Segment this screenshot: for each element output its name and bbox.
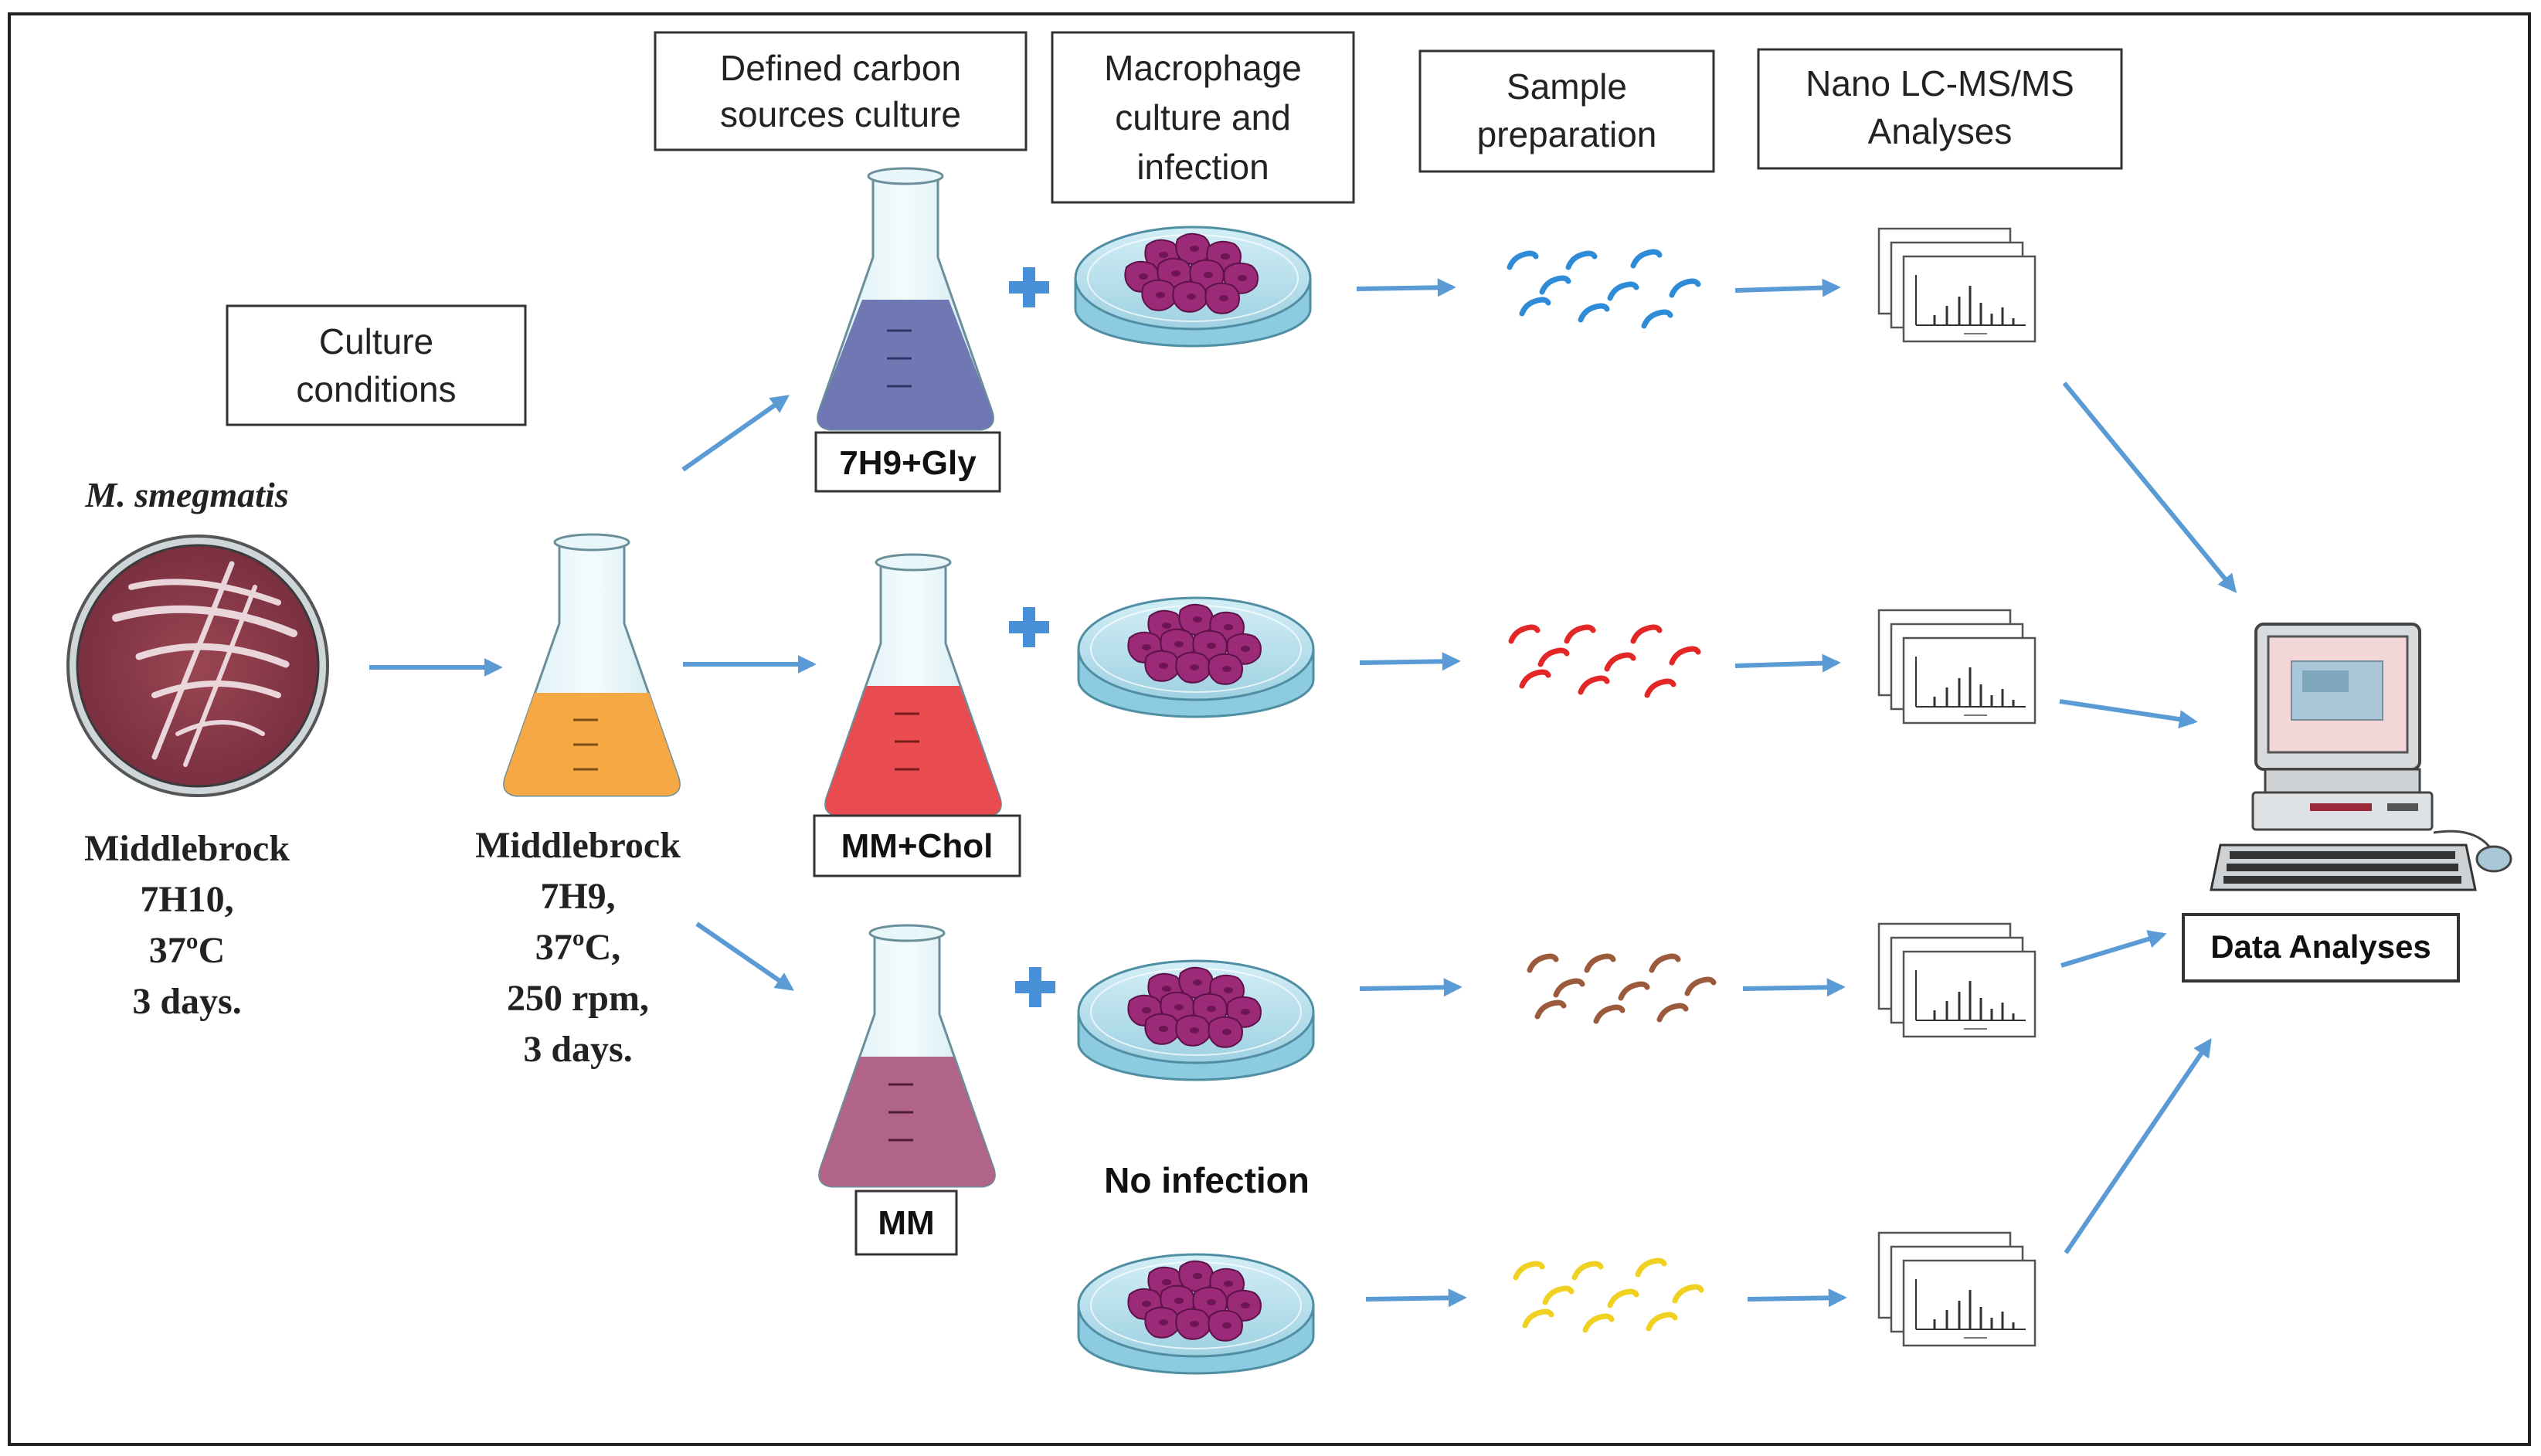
arrow-peptides-to-spectra — [1742, 978, 1846, 997]
svg-text:250 rpm,: 250 rpm, — [507, 978, 649, 1019]
no-infection-label: No infection — [1104, 1160, 1310, 1200]
arrow-spectra-to-computer — [2064, 1038, 2212, 1254]
arrow-dish-to-peptides — [1359, 978, 1462, 997]
svg-text:37ºC,: 37ºC, — [535, 927, 621, 968]
arrow-dish-to-peptides — [1359, 652, 1461, 671]
ms-spectra-chol — [1877, 609, 2037, 725]
outer-frame — [8, 12, 2531, 1446]
svg-text:culture and: culture and — [1115, 97, 1291, 137]
svg-text:sources culture: sources culture — [720, 94, 961, 134]
svg-text:3 days.: 3 days. — [132, 981, 241, 1022]
svg-text:3 days.: 3 days. — [523, 1029, 632, 1070]
svg-text:MM+Chol: MM+Chol — [841, 827, 994, 865]
svg-text:Nano LC-MS/MS: Nano LC-MS/MS — [1806, 63, 2074, 104]
arrow-peptides-to-spectra — [1734, 278, 1841, 297]
svg-text:7H9,: 7H9, — [540, 876, 615, 917]
ms-spectra-no-infection — [1877, 1231, 2037, 1347]
svg-text:infection: infection — [1136, 147, 1269, 187]
svg-text:Defined carbon: Defined carbon — [720, 48, 961, 88]
svg-text:7H9+Gly: 7H9+Gly — [839, 444, 977, 482]
svg-text:Middlebrock: Middlebrock — [84, 828, 290, 869]
petri-dish-gly — [1075, 227, 1310, 346]
svg-text:Sample: Sample — [1507, 66, 1627, 107]
arrow-peptides-to-spectra — [1734, 653, 1841, 673]
petri-dish-chol — [1079, 598, 1313, 717]
flask-chol — [824, 553, 1002, 817]
header-macrophage: Macrophage culture and infection — [1051, 31, 1355, 204]
agar-plate — [66, 535, 329, 797]
label-mm: MM — [854, 1190, 958, 1256]
svg-text:Analyses: Analyses — [1868, 111, 2013, 151]
arrow-spectra-to-computer — [2062, 382, 2237, 593]
data-analyses-label: Data Analyses — [2182, 913, 2460, 983]
petri-dish-mm — [1079, 961, 1313, 1080]
svg-text:Middlebrock: Middlebrock — [475, 825, 681, 866]
svg-text:37ºC: 37ºC — [149, 930, 226, 971]
plate-conditions: Middlebrock 7H10, 37ºC 3 days. — [84, 828, 290, 1022]
ms-spectra-gly — [1877, 227, 2037, 343]
svg-text:Culture: Culture — [319, 321, 433, 361]
ms-spectra-mm — [1877, 922, 2037, 1038]
liquid-conditions: Middlebrock 7H9, 37ºC, 250 rpm, 3 days. — [475, 825, 681, 1070]
organism-label: M. smegmatis — [84, 475, 288, 514]
flask-mm — [818, 924, 996, 1188]
svg-text:7H10,: 7H10, — [140, 879, 233, 920]
flask-7h9 — [503, 533, 681, 797]
svg-text:conditions: conditions — [296, 369, 456, 409]
svg-text:MM: MM — [878, 1204, 934, 1242]
header-culture-conditions: Culture conditions — [226, 304, 527, 426]
arrow-dish-to-peptides — [1356, 278, 1456, 297]
computer-icon — [2210, 623, 2512, 891]
svg-text:Macrophage: Macrophage — [1104, 48, 1302, 88]
arrow-to-mm — [695, 921, 794, 991]
svg-text:preparation: preparation — [1477, 114, 1657, 154]
svg-text:Data Analyses: Data Analyses — [2210, 928, 2431, 965]
header-sample-prep: Sample preparation — [1418, 49, 1715, 173]
flask-gly — [817, 167, 994, 431]
label-chol: MM+Chol — [813, 814, 1021, 877]
arrow-spectra-to-computer — [2059, 699, 2198, 729]
arrow-dish-to-peptides — [1365, 1288, 1467, 1308]
header-nano-lc: Nano LC-MS/MS Analyses — [1757, 48, 2123, 170]
arrow-spectra-to-computer — [2060, 930, 2167, 968]
petri-dish-no-infection — [1079, 1254, 1313, 1373]
arrow-to-gly — [681, 395, 790, 472]
label-gly: 7H9+Gly — [814, 431, 1001, 493]
arrow-peptides-to-spectra — [1747, 1288, 1847, 1308]
header-defined-carbon: Defined carbon sources culture — [654, 31, 1028, 151]
